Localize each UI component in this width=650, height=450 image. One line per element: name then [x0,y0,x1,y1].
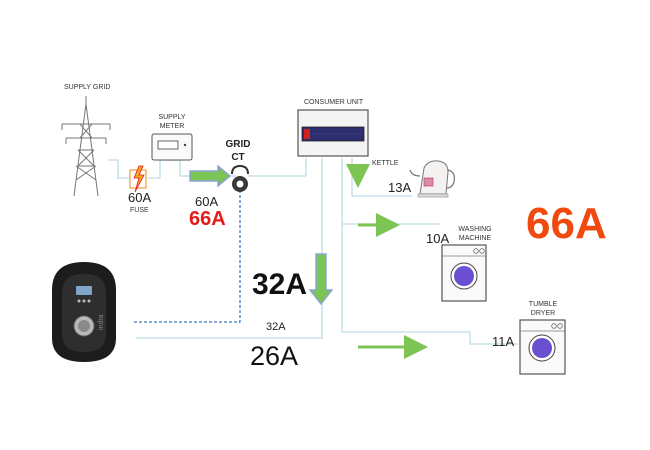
ct-signal-dashed-line [134,190,241,323]
supply-meter-icon [151,133,193,161]
meter-to-ct-arrow [189,164,232,188]
charger-current-down-arrow [308,253,334,306]
fuse-rating: 60A [128,190,152,205]
kettle-icon [409,160,455,198]
charger-feed-wire [136,158,323,339]
tumble-dryer-label-line2: DRYER [530,310,556,317]
kettle-current: 13A [388,180,412,195]
green-flow-arrows [346,164,428,359]
charger-request-current: 32A [252,268,308,301]
consumer-unit-label: CONSUMER UNIT [304,99,364,106]
charger-actual-current: 26A [250,341,299,371]
grid-to-fuse-wire [108,159,130,179]
fuse-label: FUSE [130,207,149,214]
charger-rating: 32A [266,321,286,333]
tumble-dryer-label-line1: TUMBLE [528,301,558,308]
ct-rating: 60A [195,194,219,209]
supply-meter-label-line2: METER [159,123,185,130]
kettle-label: KETTLE [372,160,399,167]
grid-ct-label-line1: GRID [225,139,251,150]
ct-measured-current: 66A [189,208,226,230]
washing-machine-label-line2: MACHINE [458,235,492,242]
washing-machine-icon [441,244,487,302]
supply-meter-label-line1: SUPPLY [158,114,186,121]
pylon-icon [61,96,111,197]
ev-charger-icon: indra [52,262,116,362]
washing-machine-current: 10A [426,231,450,246]
consumer-unit-icon [297,109,369,157]
total-load-current: 66A [526,199,607,248]
tumble-dryer-icon [519,319,566,375]
charger-brand-text: indra [98,314,105,330]
tumble-dryer-current: 11A [492,334,515,349]
dryer-wire [342,331,518,345]
fuse-icon [129,165,147,193]
washing-machine-label-line1: WASHING [458,226,492,233]
supply-grid-label: SUPPLY GRID [64,84,111,91]
grid-ct-label-line2: CT [231,152,245,163]
grid-ct-clamp-icon [231,164,249,192]
